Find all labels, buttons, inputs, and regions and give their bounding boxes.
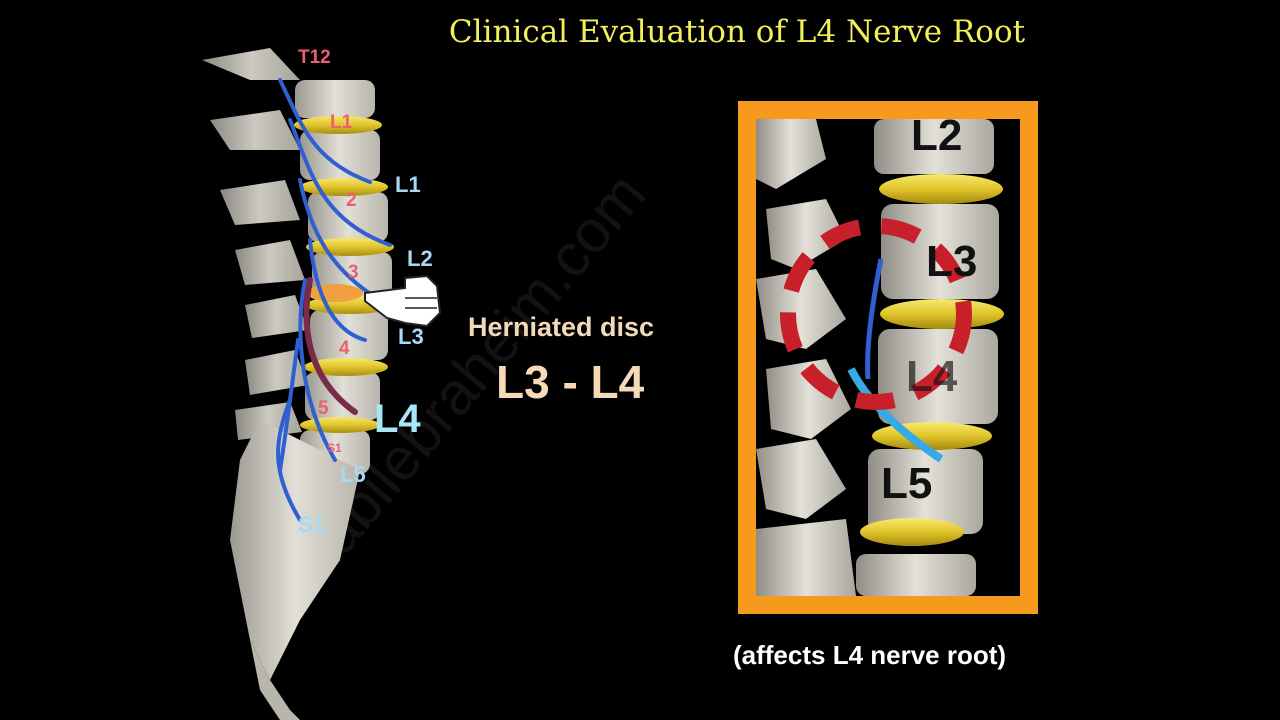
pointing-hand-icon xyxy=(364,274,442,328)
label-l4-nerve-highlight: L4 xyxy=(374,397,421,441)
label-l3-vertebra: 3 xyxy=(348,262,359,283)
lumbar-spine-illustration xyxy=(202,48,442,720)
herniated-disc-heading: Herniated disc xyxy=(468,312,655,342)
label-l1-nerve: L1 xyxy=(395,172,421,197)
affected-l4-nerve-zoom xyxy=(847,367,944,463)
zoom-label-l5: L5 xyxy=(881,459,933,508)
label-l2-vertebra: 2 xyxy=(346,190,357,211)
label-l5-nerve: L5 xyxy=(340,462,366,487)
herniated-disc-highlight xyxy=(307,284,363,302)
zoomed-spine-illustration xyxy=(756,119,1004,596)
nerve-roots xyxy=(276,78,392,522)
nerve-root-blue xyxy=(865,258,884,380)
label-l3-nerve: L3 xyxy=(398,324,424,349)
zoom-label-l4: L4 xyxy=(906,352,958,401)
label-s1-vertebra: S1 xyxy=(327,441,342,455)
affected-l4-nerve xyxy=(303,277,358,415)
page-title: Clinical Evaluation of L4 Nerve Root xyxy=(448,14,1026,50)
zoom-label-l3: L3 xyxy=(926,237,978,286)
label-l4-vertebra: 4 xyxy=(339,338,350,359)
sacrum xyxy=(230,420,360,680)
label-l5-vertebra: 5 xyxy=(318,398,329,419)
herniation-circle xyxy=(780,218,972,410)
caption: (affects L4 nerve root) xyxy=(733,640,1007,670)
label-t12: T12 xyxy=(298,47,331,68)
label-s1-nerve: S1 xyxy=(298,512,325,537)
disc-level: L3 - L4 xyxy=(496,356,645,408)
zoom-label-l2: L2 xyxy=(911,111,963,160)
label-l1-vertebra: L1 xyxy=(330,112,353,133)
zoomed-view-frame: L2 L3 L4 L5 xyxy=(738,101,1038,614)
label-l2-nerve: L2 xyxy=(407,246,433,271)
